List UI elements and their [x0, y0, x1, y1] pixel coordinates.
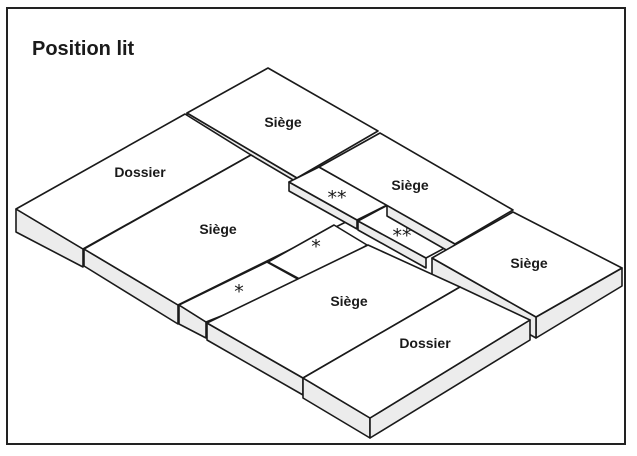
- strip-marker: **: [393, 225, 412, 247]
- cushion-seat-mid-right: Siège: [318, 132, 514, 256]
- strip-marker: *: [234, 281, 244, 303]
- cushion-label: Siège: [264, 114, 302, 130]
- cushion-label: Siège: [510, 255, 548, 271]
- cushion-seat-mid-left: Siège: [83, 154, 357, 325]
- diagram-title: Position lit: [32, 38, 135, 60]
- strip-marker: **: [328, 187, 347, 209]
- strip-double-b: **: [357, 205, 455, 269]
- strip-marker: *: [311, 236, 321, 258]
- cushion-label: Dossier: [114, 164, 166, 180]
- cushion-label: Siège: [199, 221, 237, 237]
- cushion-label: Dossier: [399, 335, 451, 351]
- cushion-label: Siège: [330, 293, 368, 309]
- cushion-back-front: Dossier: [302, 286, 531, 439]
- cushion-label: Siège: [391, 177, 429, 193]
- cushion-back-left: Dossier: [15, 113, 252, 268]
